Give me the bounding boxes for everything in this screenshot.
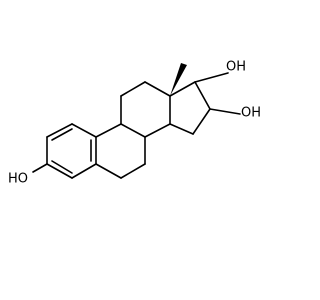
bond-oh-right — [209, 108, 241, 115]
methyl-wedge-bond — [170, 63, 187, 96]
bond-ring-d-4 — [169, 123, 194, 135]
bond-oh-top — [194, 72, 229, 83]
bond-ring-b-2 — [120, 123, 146, 138]
bond-ring-b-4 — [120, 163, 146, 179]
bond-ring-d-3 — [192, 108, 211, 135]
bond-ho — [32, 163, 48, 173]
bond-ring-b-5 — [95, 163, 122, 179]
bond-lines — [32, 72, 241, 179]
bond-ring-c-2 — [120, 81, 146, 97]
bond-ring-d-1 — [169, 81, 196, 97]
bond-ring-b-1 — [95, 123, 122, 138]
ho-left-label: HO — [8, 172, 28, 187]
double-bond-inner-1 — [51, 128, 73, 141]
molecule-canvas: OH OH HO — [8, 59, 262, 187]
bond-ring-c-5 — [144, 123, 171, 138]
double-bond-inner-3 — [51, 160, 73, 174]
bond-ring-c-3 — [144, 81, 171, 97]
molecule-structure: OH OH HO — [8, 60, 261, 187]
oh-top-label: OH — [226, 60, 246, 75]
oh-right-label: OH — [241, 106, 261, 121]
bond-ring-a-3 — [71, 123, 97, 138]
bond-ring-a-6 — [46, 163, 73, 179]
bond-ring-a-2 — [46, 123, 73, 138]
bond-ring-a-5 — [71, 163, 97, 179]
bond-ring-d-2 — [194, 81, 211, 110]
